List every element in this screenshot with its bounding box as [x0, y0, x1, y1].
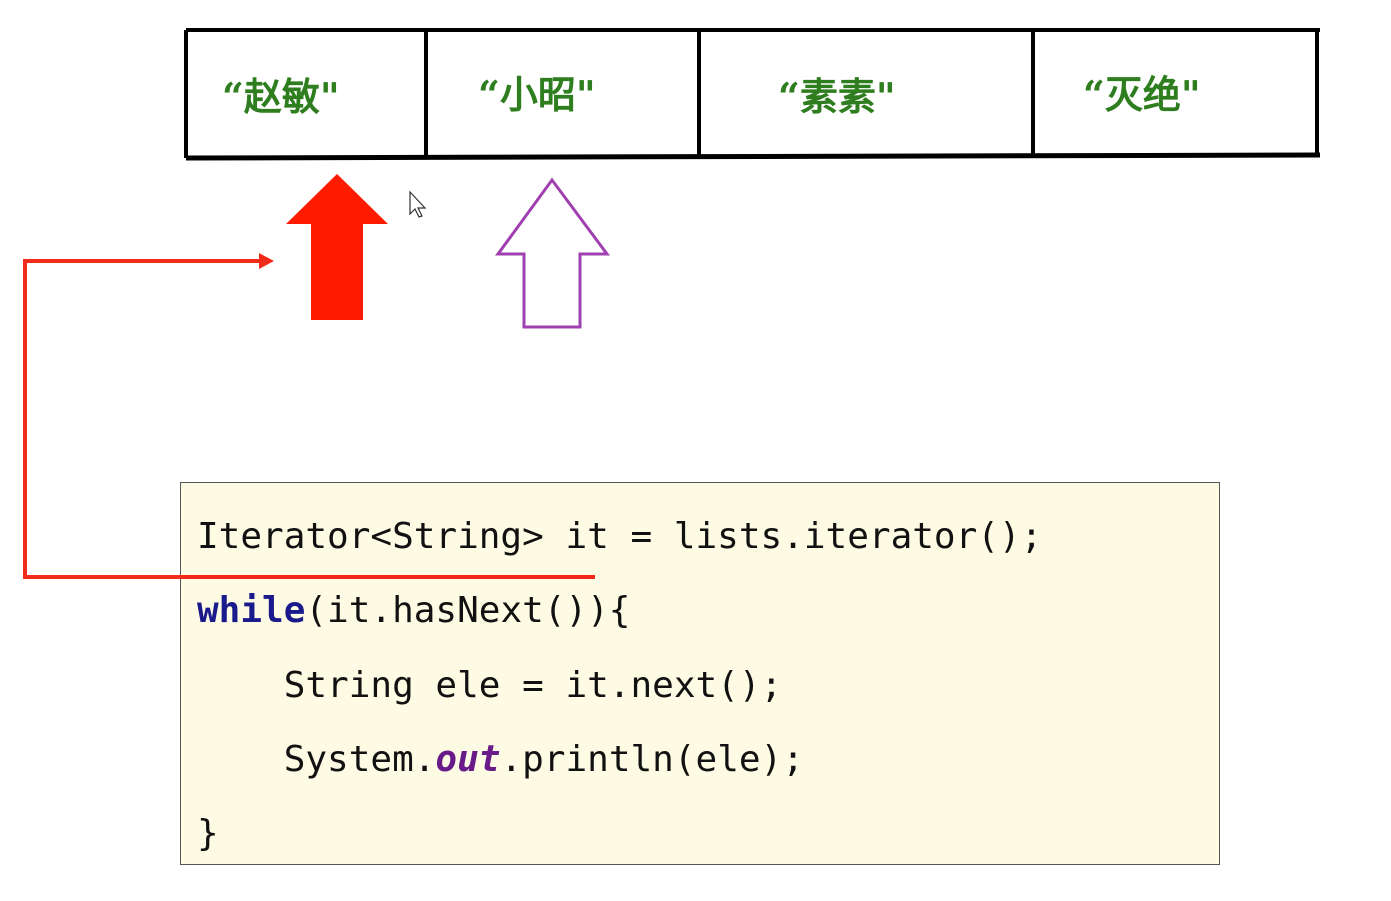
field-out: out: [435, 739, 501, 780]
list-cell-2: “素素": [778, 74, 896, 119]
list-cell-texts: “赵敏" “小昭" “素素" “灭绝": [222, 72, 1201, 119]
code-line-5: }: [197, 813, 219, 854]
code-line-1: Iterator<String> it = lists.iterator();: [197, 516, 1043, 557]
code-block: Iterator<String> it = lists.iterator(); …: [180, 482, 1220, 865]
code-line-4-suffix: .println(ele);: [500, 739, 804, 780]
code-line-2-rest: (it.hasNext()){: [305, 590, 631, 631]
code-line-3: String ele = it.next();: [197, 665, 783, 706]
red-pointer-arrow: [286, 174, 388, 320]
list-cell-0: “赵敏": [222, 74, 340, 119]
keyword-while: while: [197, 590, 306, 631]
list-cell-3: “灭绝": [1083, 72, 1201, 117]
mouse-pointer-icon: [409, 190, 427, 218]
list-container: [184, 28, 1321, 161]
code-line-4: System.out.println(ele);: [197, 740, 804, 780]
purple-outline-arrow: [495, 177, 610, 329]
code-line-4-prefix: System.: [197, 739, 436, 780]
list-cell-1: “小昭": [478, 72, 596, 117]
code-line-2: while(it.hasNext()){: [197, 591, 630, 631]
list-bottom-border: [185, 152, 1321, 161]
